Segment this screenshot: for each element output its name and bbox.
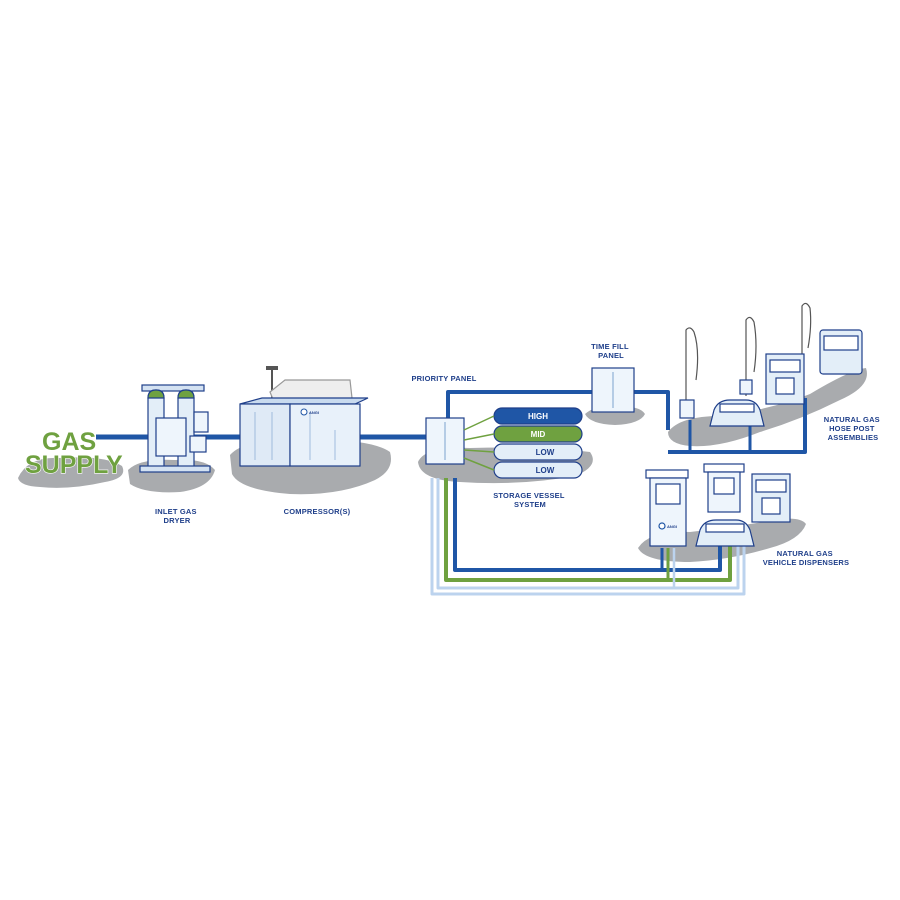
dispenser-1-canopy bbox=[645, 469, 689, 479]
inlet-gas-dryer bbox=[139, 384, 211, 473]
label-inlet-gas-dryer-line2: DRYER bbox=[164, 516, 191, 525]
compressor-brand: ANGI bbox=[309, 410, 319, 415]
priority-panel bbox=[425, 417, 465, 465]
hose-truck-windshield bbox=[769, 359, 801, 373]
label-hose-post-assemblies-line2: HOSE POST bbox=[829, 424, 875, 433]
dryer-cap-right bbox=[177, 389, 195, 399]
hose-post-3 bbox=[801, 302, 812, 372]
dryer-frame bbox=[141, 384, 205, 392]
label-storage-vessel-system-line1: STORAGE VESSEL bbox=[493, 491, 565, 500]
gas-supply-line1: GAS bbox=[42, 428, 96, 456]
label-vehicle-dispensers: NATURAL GAS VEHICLE DISPENSERS bbox=[763, 549, 850, 567]
hose-post-1-base bbox=[679, 399, 695, 419]
time-fill-pipe bbox=[446, 390, 592, 418]
gas-supply-line2: SUPPLY bbox=[25, 451, 123, 479]
dispenser-pipe-light-1 bbox=[436, 478, 740, 590]
dryer-base bbox=[139, 465, 211, 473]
label-storage-vessel-system-line2: SYSTEM bbox=[514, 500, 546, 509]
dispenser-truck-grille bbox=[761, 497, 781, 515]
label-compressors-line1: COMPRESSOR(S) bbox=[284, 507, 351, 516]
dryer-panel-main bbox=[155, 417, 187, 457]
dispenser-brand: ANGI bbox=[667, 524, 677, 529]
label-compressors: COMPRESSOR(S) bbox=[284, 507, 351, 516]
dispenser-pipe-blue bbox=[453, 478, 722, 572]
hose-bus-windshield bbox=[823, 335, 859, 351]
dispenser-1-screen bbox=[655, 483, 681, 505]
dryer-ground bbox=[128, 459, 215, 493]
label-vehicle-dispensers-line2: VEHICLE DISPENSERS bbox=[763, 558, 850, 567]
dryer-box bbox=[189, 435, 207, 453]
gas-supply-ground bbox=[18, 457, 124, 488]
exhaust-cap bbox=[266, 366, 278, 370]
label-priority-panel: PRIORITY PANEL bbox=[411, 374, 476, 383]
label-hose-post-assemblies: NATURAL GAS HOSE POST ASSEMBLIES bbox=[824, 415, 882, 442]
tank-low-2-label: LOW bbox=[536, 466, 555, 475]
dispenser-2-screen bbox=[713, 477, 735, 495]
hose-post-ground bbox=[668, 368, 867, 447]
tank-manifold bbox=[463, 415, 495, 471]
tank-low-1-label: LOW bbox=[536, 448, 555, 457]
label-time-fill-panel: TIME FILL PANEL bbox=[591, 342, 631, 360]
tank-mid-label: MID bbox=[531, 430, 546, 439]
dryer-cap-left bbox=[147, 389, 165, 399]
label-time-fill-panel-line2: PANEL bbox=[598, 351, 624, 360]
time-fill-to-hose-pipe bbox=[634, 390, 670, 430]
hose-post-assemblies bbox=[679, 302, 812, 419]
compressor-front bbox=[239, 403, 291, 467]
label-hose-post-assemblies-line1: NATURAL GAS bbox=[824, 415, 880, 424]
label-vehicle-dispensers-line1: NATURAL GAS bbox=[777, 549, 833, 558]
label-inlet-gas-dryer-line1: INLET GAS bbox=[155, 507, 197, 516]
dispenser-car-windshield bbox=[705, 523, 745, 533]
tank-high-label: HIGH bbox=[528, 412, 548, 421]
storage-vessels bbox=[463, 407, 583, 479]
dispenser-1-logo-icon bbox=[658, 522, 666, 530]
hose-manifold-pipe bbox=[668, 398, 807, 454]
label-time-fill-panel-line1: TIME FILL bbox=[591, 342, 629, 351]
hose-post-2-base bbox=[739, 379, 753, 395]
hose-post-2 bbox=[745, 316, 757, 396]
compressor-side bbox=[289, 403, 361, 467]
dispenser-pipe-light-2 bbox=[430, 478, 746, 596]
label-inlet-gas-dryer: INLET GAS DRYER bbox=[155, 507, 199, 525]
hose-vehicles bbox=[709, 329, 863, 427]
label-hose-post-assemblies-line3: ASSEMBLIES bbox=[828, 433, 879, 442]
dryer-panel-side bbox=[193, 411, 209, 433]
dispenser-truck-windshield bbox=[755, 479, 787, 493]
hose-post-1 bbox=[685, 327, 699, 414]
vehicle-dispensers bbox=[645, 463, 791, 547]
label-priority-panel-line1: PRIORITY PANEL bbox=[411, 374, 476, 383]
dispenser-pipe-green bbox=[444, 478, 732, 582]
label-storage-vessel-system: STORAGE VESSEL SYSTEM bbox=[493, 491, 567, 509]
hose-truck-grille bbox=[775, 377, 795, 395]
time-fill-panel bbox=[591, 367, 635, 413]
compressor-top bbox=[239, 397, 369, 405]
dispenser-2-canopy bbox=[703, 463, 745, 473]
hose-car-windshield bbox=[719, 403, 755, 413]
compressor bbox=[239, 366, 369, 467]
angi-logo-icon bbox=[300, 408, 308, 416]
